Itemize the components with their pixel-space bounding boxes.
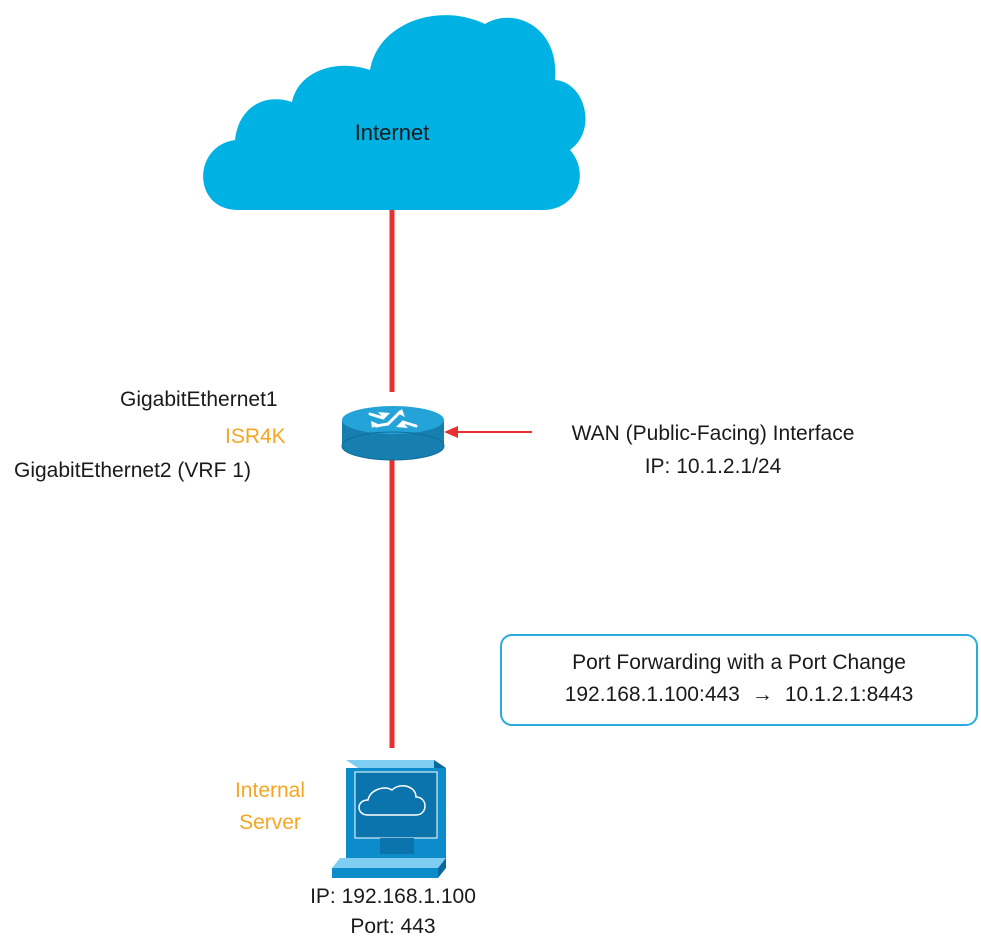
port-forwarding-destination: 10.1.2.1:8443 [784, 683, 914, 706]
wan-pointer-arrow [444, 426, 532, 438]
router-interface-bottom-label: GigabitEthernet2 (VRF 1) [14, 459, 251, 482]
right-arrow-icon: → [751, 683, 773, 706]
server-label-line1: Internal [234, 779, 306, 802]
server-label-line2: Server [239, 811, 301, 834]
port-forwarding-title: Port Forwarding with a Port Change [572, 651, 906, 674]
wan-interface-title: WAN (Public-Facing) Interface [571, 422, 855, 445]
server-ip-label: IP: 192.168.1.100 [310, 885, 476, 908]
router-icon [341, 406, 445, 461]
port-forwarding-mapping: 192.168.1.100:443 → 10.1.2.1:8443 [502, 682, 976, 708]
cloud-label: Internet [355, 120, 430, 145]
wan-interface-ip: IP: 10.1.2.1/24 [644, 455, 782, 478]
router-name-label: ISR4K [225, 425, 286, 448]
server-port-label: Port: 443 [350, 915, 436, 938]
server-workstation-icon [332, 760, 446, 878]
router-interface-top-label: GigabitEthernet1 [120, 388, 278, 411]
port-forwarding-box: Port Forwarding with a Port Change 192.1… [500, 634, 978, 726]
internet-cloud-icon [203, 15, 586, 211]
port-forwarding-source: 192.168.1.100:443 [564, 683, 740, 706]
